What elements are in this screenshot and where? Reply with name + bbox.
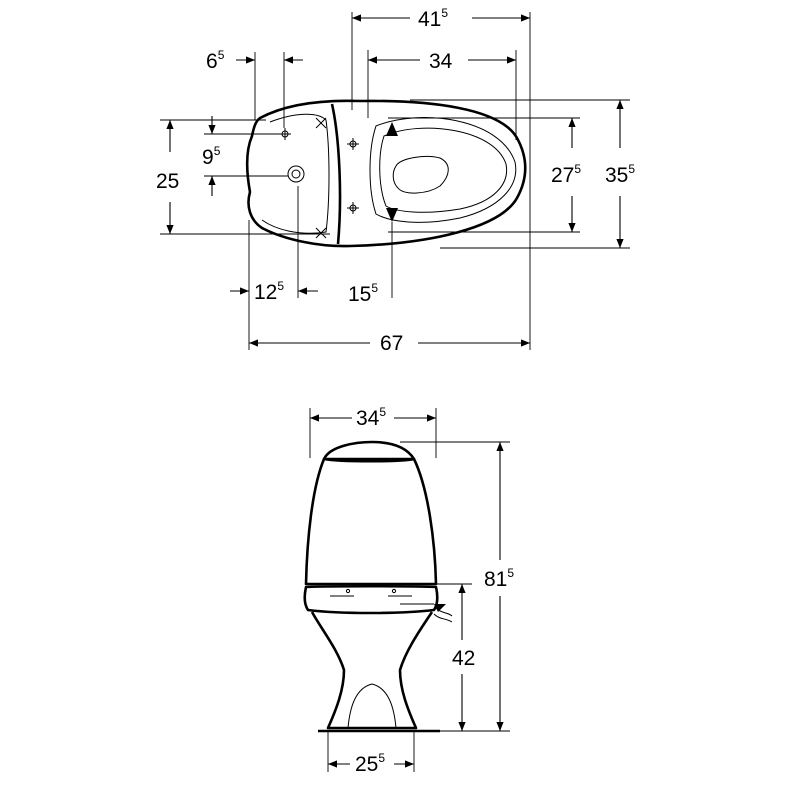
side-cistern-body bbox=[304, 457, 438, 586]
dim-tank-width: 25 bbox=[156, 170, 179, 193]
plan-extension-lines bbox=[160, 12, 630, 350]
water-supply-icon bbox=[433, 607, 453, 623]
dim-overall-length: 67 bbox=[380, 332, 403, 355]
dim-overall-height: 815 bbox=[484, 566, 514, 591]
plan-tank-divider bbox=[330, 103, 342, 245]
side-bowl-rim bbox=[303, 584, 439, 615]
side-foot-arch bbox=[347, 683, 397, 729]
side-pedestal bbox=[310, 611, 434, 730]
dim-seat-height: 42 bbox=[452, 647, 475, 670]
dim-overall-width: 355 bbox=[605, 162, 635, 187]
dim-outlet-distance: 125 bbox=[254, 279, 284, 304]
dim-foot-width: 255 bbox=[355, 751, 385, 776]
plan-view: 415 34 65 25 95 125 155 275 355 67 bbox=[156, 6, 635, 355]
plan-tank-inner bbox=[261, 113, 330, 234]
plan-seat-inner bbox=[379, 127, 508, 213]
dim-seat-fixing-width: 275 bbox=[551, 162, 581, 187]
side-dimension-lines bbox=[310, 414, 504, 768]
fixing-point-icon bbox=[279, 117, 359, 239]
dim-fixing-distance: 155 bbox=[348, 281, 378, 306]
dim-inlet-offset: 65 bbox=[206, 48, 225, 73]
side-extension-lines bbox=[309, 408, 510, 772]
dim-bowl-to-back: 415 bbox=[418, 6, 448, 31]
inlet-hole-icon bbox=[287, 165, 305, 183]
side-view: 345 815 42 255 bbox=[303, 405, 514, 776]
plan-toilet-outline bbox=[245, 99, 527, 248]
side-cistern-lid bbox=[322, 440, 416, 463]
dim-bowl-length: 34 bbox=[429, 50, 453, 73]
plan-bowl-opening bbox=[392, 155, 449, 194]
dim-top-width: 345 bbox=[356, 405, 386, 430]
plan-seat-outer bbox=[369, 117, 517, 223]
plan-dimension-lines bbox=[166, 14, 624, 347]
dim-inlet-height: 95 bbox=[202, 144, 221, 169]
